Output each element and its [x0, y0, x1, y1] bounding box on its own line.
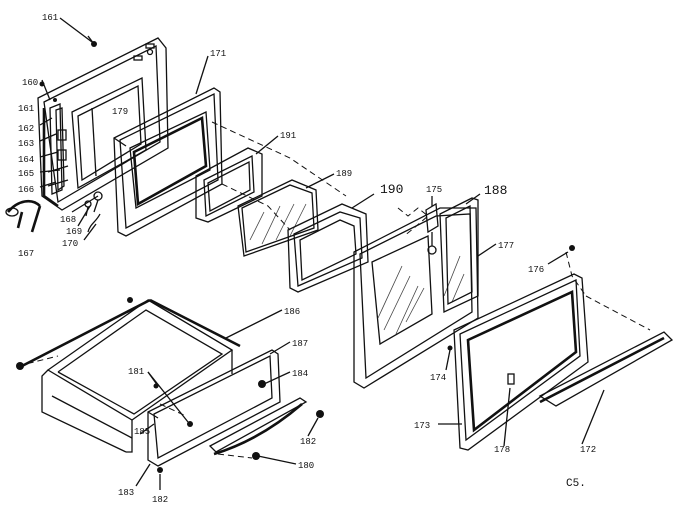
door-liner-parts: [39, 35, 97, 195]
callout-label: 178: [494, 445, 510, 455]
callout-label: 182: [300, 437, 316, 447]
callout-label: 165: [18, 169, 34, 179]
callout-label: 169: [66, 227, 82, 237]
window-frame-2: [287, 203, 369, 293]
callout-label: 191: [280, 131, 296, 141]
callout-label: 167: [18, 249, 34, 259]
callout-label: 186: [284, 307, 300, 317]
callout-label: 168: [60, 215, 76, 225]
inner-door-panel: [37, 37, 169, 211]
callout-label: 187: [292, 339, 308, 349]
door-handle: [5, 191, 103, 233]
callout-label: 161: [42, 13, 58, 23]
callout-label: 179: [112, 107, 128, 117]
callout-label: 188: [484, 183, 507, 198]
callout-label: 176: [528, 265, 544, 275]
callout-label: 177: [498, 241, 514, 251]
page-code: C5.: [566, 478, 586, 490]
callout-label: 160: [22, 78, 38, 88]
callout-label: 185: [134, 427, 150, 437]
callout-label: 184: [292, 369, 308, 379]
lower-panel: [447, 245, 589, 451]
window-glass-1: [237, 179, 319, 257]
callout-label: 163: [18, 139, 34, 149]
callout-label: 190: [380, 182, 403, 197]
kick-plate: [538, 331, 674, 407]
drawer-body: [16, 297, 241, 453]
drawer-front: [147, 349, 281, 467]
clip-bracket: [425, 202, 439, 255]
callout-label: 175: [426, 185, 442, 195]
callout-labels: 161 160 161 162 163 164 165 166 167 168 …: [18, 13, 596, 505]
drawer-handle-trim: [153, 383, 324, 473]
callout-label: 180: [298, 461, 314, 471]
callout-label: 171: [210, 49, 226, 59]
callout-label: 182: [152, 495, 168, 505]
callout-label: 161: [18, 104, 34, 114]
callout-label: 183: [118, 488, 134, 498]
window-frame: [195, 147, 263, 223]
callout-label: 166: [18, 185, 34, 195]
callout-label: 174: [430, 373, 446, 383]
callout-label: 172: [580, 445, 596, 455]
leader-lines: [39, 17, 605, 490]
callout-label: 170: [62, 239, 78, 249]
assembly-guides: [17, 121, 651, 459]
door-insulation: [439, 197, 479, 314]
callout-label: 181: [128, 367, 144, 377]
callout-label: 173: [414, 421, 430, 431]
callout-label: 164: [18, 155, 34, 165]
callout-label: 189: [336, 169, 352, 179]
callout-label: 162: [18, 124, 34, 134]
